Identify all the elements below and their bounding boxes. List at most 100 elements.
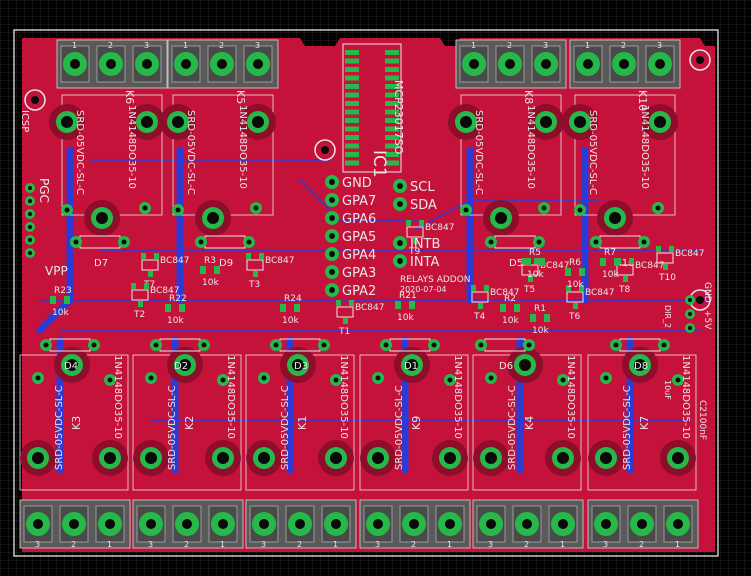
resistor-pad (50, 296, 56, 304)
terminal-drill (673, 519, 683, 529)
diode-d6: D6 (475, 338, 535, 372)
relay-part-label: SRD-05VDC-SL-C (167, 385, 178, 470)
relay-diode-part-label: 1N4148DO35-10 (338, 355, 349, 439)
ic-pad (345, 84, 359, 89)
diode-pad-k-drill (246, 239, 252, 245)
relay-small-pad-drill (175, 207, 181, 213)
relay-small-pad-drill (253, 205, 259, 211)
ic-pad (345, 152, 359, 157)
gpio-label: GPA5 (342, 230, 376, 245)
resistor-ref-label: R2 (504, 294, 516, 304)
transistor-ref-label: T10 (658, 273, 676, 283)
relay-ref-label: K5 (234, 90, 247, 104)
terminal-pin-label: 1 (183, 41, 188, 50)
resistor-value-label: 10k (527, 270, 544, 280)
transistor-pad (656, 246, 661, 252)
resistor-pad (544, 314, 550, 322)
diode-ref-label: D1 (404, 361, 418, 372)
relay-ref-label: K2 (183, 416, 196, 430)
resistor-pad (294, 304, 300, 312)
diode-pad-k-drill (91, 342, 97, 348)
relay-part-label: SRD-05VDC-SL-C (622, 385, 633, 470)
diode-pad-k-drill (201, 342, 207, 348)
relay-diode-part-label: 1N4148DO35-10 (639, 105, 650, 189)
icsp-pad-drill (27, 198, 33, 204)
relay-part-label: SRD-05VDC-SL-C (507, 385, 518, 470)
transistor-pad (253, 271, 258, 277)
resistor-value-label: 10k (532, 326, 549, 336)
diode-ref-label: D2 (174, 361, 188, 372)
transistor-part-label: BC847 (675, 249, 704, 259)
terminal-pin-label: 2 (297, 540, 302, 549)
gpio-pad-drill (329, 233, 335, 239)
relay-ref-label: K3 (70, 416, 83, 430)
terminal-pin-label: 1 (560, 540, 565, 549)
ic-body (342, 43, 402, 173)
diode-ref-label: D10 (614, 258, 634, 269)
resistor-ref-label: R7 (604, 248, 616, 258)
relay-diode-part-label: 1N4148DO35-10 (126, 105, 137, 189)
relay-com-pad-drill (495, 212, 507, 224)
terminal-drill (146, 519, 156, 529)
bus-pad-drill (397, 183, 403, 189)
power-pad-drill (687, 325, 693, 331)
resistor-pad (600, 258, 606, 266)
terminal-pin-label: 1 (471, 41, 476, 50)
transistor-pad (663, 264, 668, 270)
ic-pad (385, 160, 399, 166)
transistor-pad (144, 283, 149, 289)
gpio-label: GPA7 (342, 194, 376, 209)
terminal-drill (583, 59, 593, 69)
ic-pad (385, 50, 399, 55)
relay-small-pad-drill (488, 375, 494, 381)
gpio-pad-drill (329, 179, 335, 185)
relay-coil-pad-a-drill (172, 116, 184, 128)
relay-small-pad-drill (261, 375, 267, 381)
resistor-pad (514, 304, 520, 312)
relay-small-pad-drill (603, 375, 609, 381)
terminal-pin-label: 1 (220, 540, 225, 549)
resistor-pad (579, 268, 585, 276)
relay-ref-label: K7 (638, 416, 651, 430)
terminal-drill (522, 519, 532, 529)
relay-ref-label: K6 (123, 90, 136, 104)
ic-pad (345, 118, 359, 123)
mounting-hole (314, 139, 336, 161)
board-outline (13, 29, 719, 557)
gpio-pad-drill (329, 287, 335, 293)
relay-diode-part-label: 1N4148DO35-10 (525, 105, 536, 189)
capacitor-value-label: 100nF (697, 412, 707, 440)
resistor-value-label: 10k (397, 313, 414, 323)
bottom-trace (414, 199, 601, 231)
transistor-pad (349, 300, 354, 306)
ic-pad (385, 92, 399, 98)
relay-coil-pad-a-drill (460, 116, 472, 128)
diode-pad-a-drill (153, 342, 159, 348)
relay-small-pad-drill (577, 207, 583, 213)
dir-label: DIR_2 (663, 305, 672, 328)
relay-coil-pad-a-drill (574, 116, 586, 128)
terminal-pin-label: 3 (35, 540, 40, 549)
bottom-traces (36, 146, 711, 474)
relay-com-pad-drill (406, 359, 418, 371)
mounting-hole-drill (696, 296, 704, 304)
resistor-value-label: 10k (602, 270, 619, 280)
relay-ref-label: K10 (636, 90, 649, 111)
transistor-pad (528, 276, 533, 282)
ic-mcp23017: IC1 MCP23017SO (342, 43, 405, 178)
terminal-drill (601, 519, 611, 529)
transistor-pad (138, 301, 143, 307)
resistor-pad (530, 314, 536, 322)
relay-small-pad-drill (220, 377, 226, 383)
transistor-pad (246, 253, 251, 259)
ic-pad (345, 58, 359, 64)
